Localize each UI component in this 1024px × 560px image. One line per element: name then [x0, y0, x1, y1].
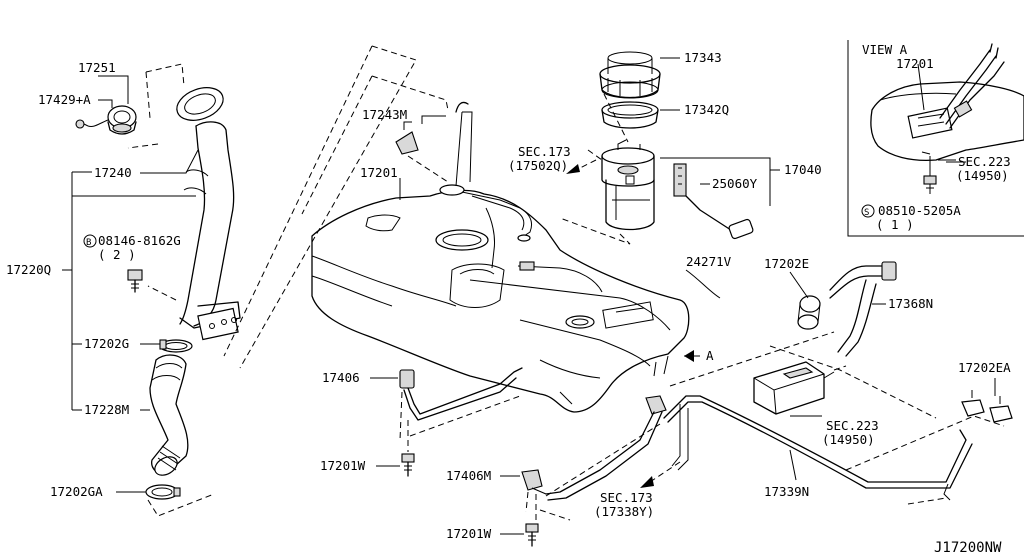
- label-17429a: 17429+A: [38, 92, 91, 107]
- view-a-inset: [847, 40, 1024, 237]
- svg-text:B: B: [86, 238, 91, 248]
- label-sec223-view: SEC.223: [958, 154, 1011, 169]
- bolt-17201w-a: [401, 453, 415, 477]
- label-17202e: 17202E: [764, 256, 809, 271]
- label-17201w-a: 17201W: [320, 458, 366, 473]
- clamp-17202e: [797, 295, 821, 330]
- b-mark-icon: B: [83, 234, 97, 248]
- view-a-title: VIEW A: [862, 42, 908, 57]
- fuel-filler-tube: [147, 121, 241, 341]
- hose-clamp-17202g: [159, 339, 193, 353]
- label-sec223-b: SEC.223: [826, 418, 879, 433]
- label-17201-view: 17201: [896, 56, 934, 71]
- clip-17243m: [395, 121, 419, 155]
- label-sec173-b: SEC.173: [600, 490, 653, 505]
- clamp-17202ea: [961, 390, 1013, 423]
- fuel-filler-cap: [75, 105, 137, 135]
- label-25060y: 25060Y: [712, 176, 758, 191]
- label-sec223-view-ref: (14950): [956, 168, 1009, 183]
- diagram-code: J17200NW: [934, 540, 1002, 556]
- label-08510-qty: ( 1 ): [876, 217, 914, 232]
- lock-ring-17343: [599, 51, 661, 99]
- label-17202ga: 17202GA: [50, 484, 103, 499]
- label-17201: 17201: [360, 165, 398, 180]
- arrow-to-sec173-a: [566, 159, 597, 174]
- label-08146-qty: ( 2 ): [98, 247, 136, 262]
- label-17220q: 17220Q: [6, 262, 51, 277]
- label-17240: 17240: [94, 165, 132, 180]
- label-17342q: 17342Q: [684, 102, 729, 117]
- hose-clamp-17202ga: [145, 484, 181, 500]
- arrow-view-a: [684, 350, 700, 362]
- label-sec173-a: SEC.173: [518, 144, 571, 159]
- label-17339n: 17339N: [764, 484, 809, 499]
- label-08510: 08510-5205A: [878, 203, 961, 218]
- s-mark-icon: S: [861, 204, 875, 218]
- label-17201w-b: 17201W: [446, 526, 492, 541]
- left-group-bracket: [62, 75, 199, 493]
- arrow-to-sec173-b: [640, 461, 681, 488]
- label-sec173-b-ref: (17338Y): [594, 504, 654, 519]
- label-sec173-a-ref: (17502Q): [508, 158, 568, 173]
- tank-strap-17406: [399, 367, 523, 421]
- label-24271v: 24271V: [686, 254, 732, 269]
- evap-canister: [753, 361, 835, 415]
- bolt-17201w-b: [525, 523, 539, 547]
- label-17202g: 17202G: [84, 336, 129, 351]
- label-17406m: 17406M: [446, 468, 491, 483]
- svg-text:S: S: [864, 208, 869, 218]
- filler-neck-gasket: [176, 87, 224, 121]
- label-17406: 17406: [322, 370, 360, 385]
- vapor-hose-17368n: [829, 261, 897, 357]
- label-08146: 08146-8162G: [98, 233, 181, 248]
- tank-strap-17406m: [521, 395, 667, 501]
- label-17368n: 17368N: [888, 296, 933, 311]
- label-17343: 17343: [684, 50, 722, 65]
- bolt-08146: [127, 269, 143, 293]
- evap-tube-17339n: [663, 395, 973, 501]
- fuel-pump-module-17040: [601, 139, 655, 231]
- label-17228m: 17228M: [84, 402, 129, 417]
- fuel-tank-17201: [311, 101, 690, 413]
- label-17202ea: 17202EA: [958, 360, 1011, 375]
- fuel-level-sender-25060y: [673, 163, 754, 240]
- label-17243m: 17243M: [362, 107, 407, 122]
- label-sec223-b-ref: (14950): [822, 432, 875, 447]
- filler-hose-17228m: [149, 354, 189, 476]
- label-17040: 17040: [784, 162, 822, 177]
- label-arrow-a: A: [706, 348, 714, 363]
- label-17251: 17251: [78, 60, 116, 75]
- o-ring-17342q: [601, 101, 659, 129]
